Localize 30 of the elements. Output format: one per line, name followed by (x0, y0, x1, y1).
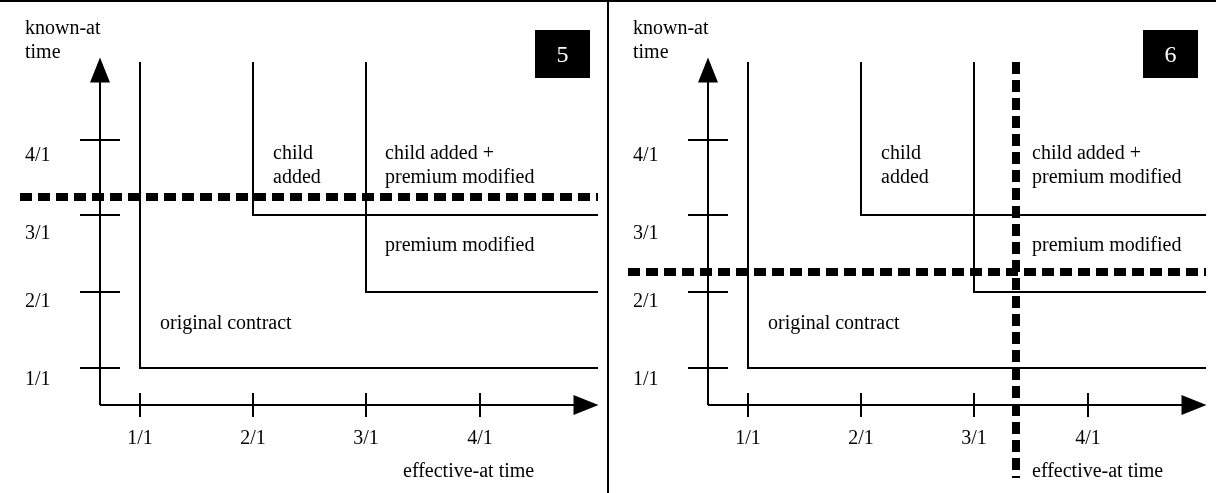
region-label: original contract (768, 310, 900, 334)
tick-label: 3/1 (25, 220, 51, 244)
number-badge: 6 (1143, 30, 1198, 78)
tick-label: 1/1 (25, 366, 51, 390)
axis-title: effective-at time (403, 458, 535, 482)
region-label: child added + premium modified (1032, 140, 1183, 188)
region-label: child added + premium modified (385, 140, 536, 188)
tick-label: 2/1 (633, 288, 659, 312)
axis-title: effective-at time (1032, 458, 1164, 482)
tick-label: 1/1 (734, 425, 762, 449)
region-label: child added (881, 140, 930, 188)
number-badge: 5 (535, 30, 590, 78)
tick-label: 3/1 (960, 425, 988, 449)
tick-label: 4/1 (1074, 425, 1102, 449)
region-label: premium modified (385, 232, 535, 256)
tick-label: 2/1 (25, 288, 51, 312)
axis-title: known-at time (25, 15, 102, 63)
tick-label: 3/1 (352, 425, 380, 449)
region-label: child added (273, 140, 322, 188)
tick-label: 4/1 (633, 142, 659, 166)
tick-label: 4/1 (25, 142, 51, 166)
region-label: premium modified (1032, 232, 1182, 256)
tick-label: 2/1 (239, 425, 267, 449)
tick-label: 1/1 (633, 366, 659, 390)
tick-label: 4/1 (466, 425, 494, 449)
axis-title: known-at time (633, 15, 710, 63)
region-label: original contract (160, 310, 292, 334)
tick-label: 2/1 (847, 425, 875, 449)
tick-label: 1/1 (126, 425, 154, 449)
tick-label: 3/1 (633, 220, 659, 244)
